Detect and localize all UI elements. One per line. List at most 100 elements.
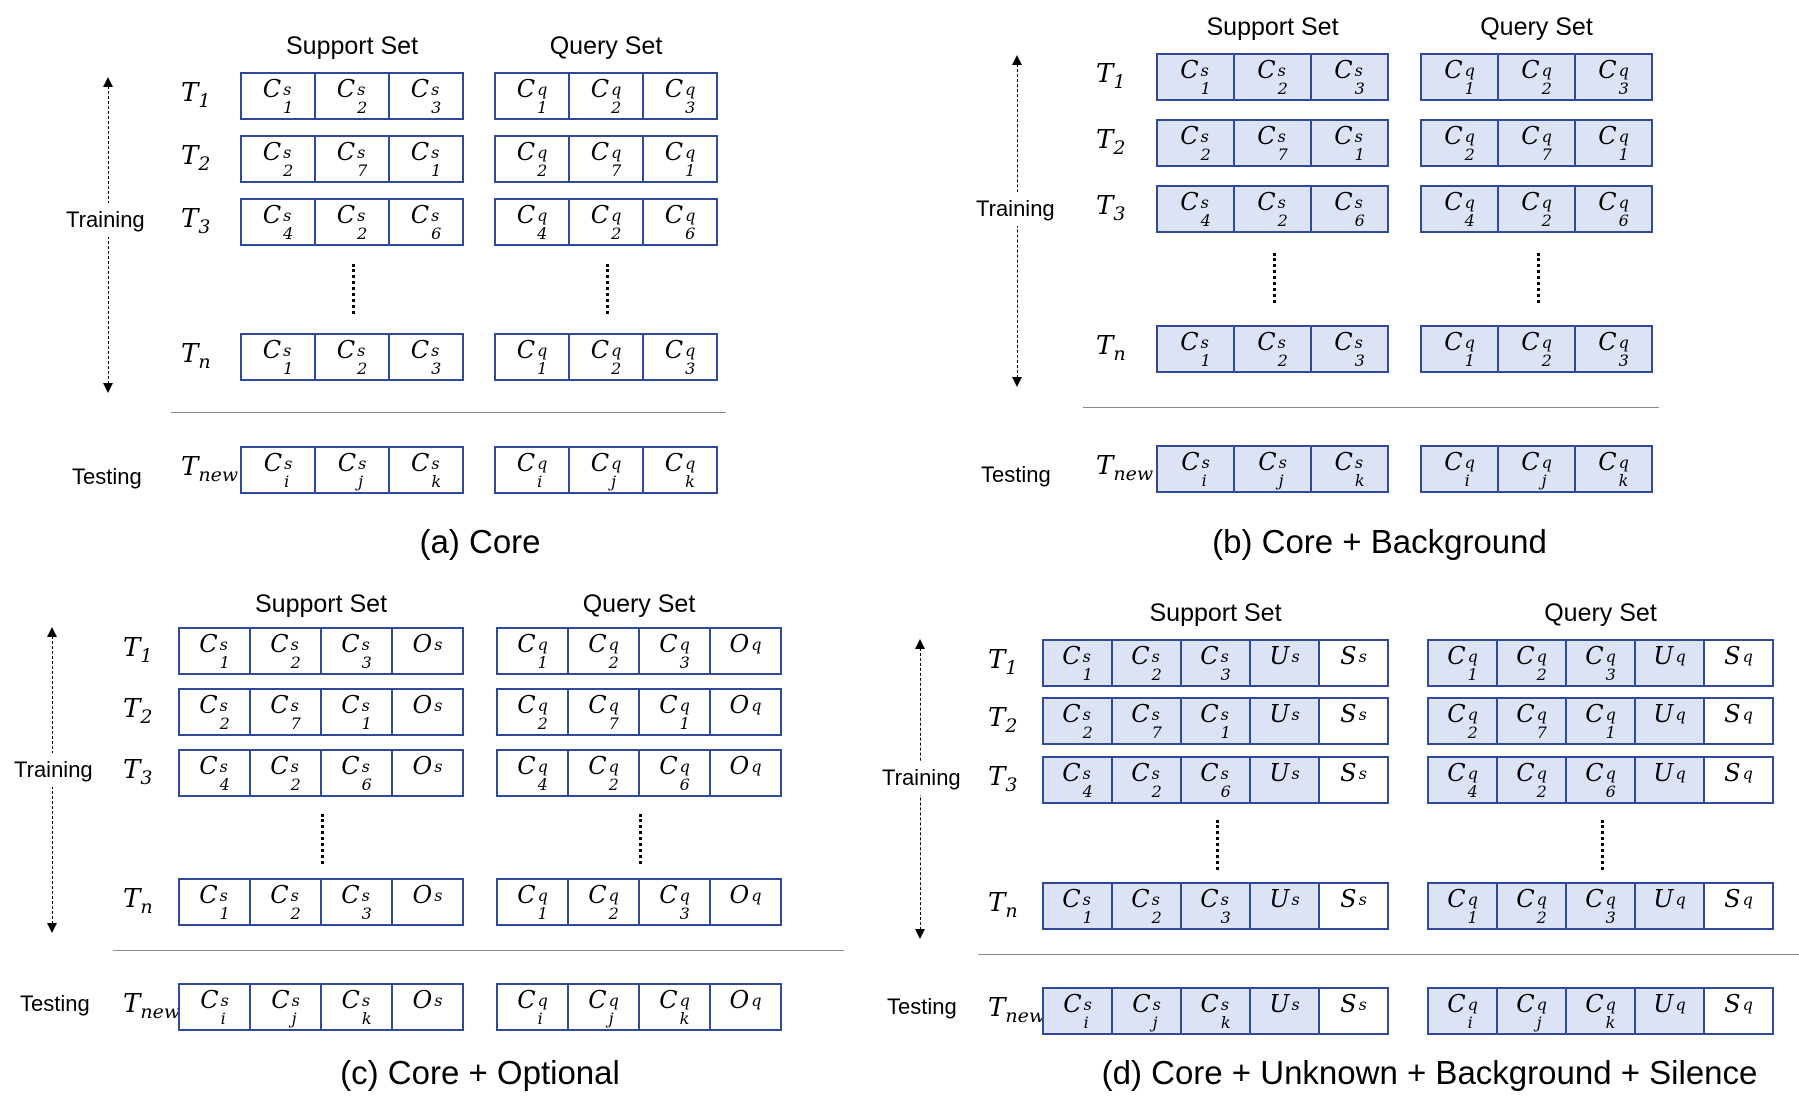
symbol-base: C (588, 751, 607, 780)
symbol-scripts: s (1292, 891, 1300, 926)
symbol-base: C (341, 880, 360, 909)
symbol-base: C (1516, 884, 1535, 913)
symbol-base: C (1200, 641, 1219, 670)
symbol-base: C (1585, 989, 1604, 1018)
symbol-superscript: q (608, 885, 619, 905)
symbol-superscript: s (219, 756, 228, 776)
symbol-subscript: 2 (611, 358, 622, 378)
symbol-superscript: s (361, 756, 370, 776)
symbol-base: O (412, 880, 433, 909)
symbol-base: C (590, 74, 610, 103)
symbol-superscript: s (1151, 763, 1160, 783)
symbol-subscript: i (1467, 1012, 1473, 1032)
symbol-subscript: k (1618, 470, 1629, 490)
symbol-superscript: s (291, 990, 300, 1010)
symbol-subscript: j (291, 1008, 297, 1028)
symbol-subscript: k (1354, 470, 1365, 490)
query-ellipsis (1536, 253, 1540, 303)
symbol-superscript: q (1742, 763, 1753, 783)
symbol-superscript: s (1082, 646, 1091, 666)
task-label-subscript: new (1113, 463, 1154, 486)
symbol-base: C (1447, 884, 1466, 913)
task-label-base: T (1096, 125, 1114, 155)
symbol-base: C (517, 629, 536, 658)
task-label-base: T (181, 141, 199, 171)
symbol-subscript: 3 (361, 903, 372, 923)
symbol-subscript: 6 (1220, 781, 1231, 801)
symbol-superscript: q (1618, 60, 1629, 80)
symbol-base: C (1598, 327, 1617, 356)
symbol-superscript: q (537, 205, 548, 225)
symbol-superscript: s (290, 695, 299, 715)
symbol-subscript: 2 (608, 903, 619, 923)
symbol-superscript: q (751, 634, 762, 654)
task-label: Tnew (123, 989, 180, 1023)
symbol-superscript: q (1618, 192, 1629, 212)
symbol-base: C (1258, 447, 1277, 476)
symbol-base: C (199, 751, 218, 780)
symbol-base: C (1585, 699, 1604, 728)
symbol-superscript: q (685, 340, 696, 360)
symbol-scripts: s (1292, 765, 1300, 800)
symbol-scripts: s (1292, 648, 1300, 683)
symbol-subscript: 7 (1536, 722, 1547, 742)
symbol-subscript: 2 (1151, 907, 1162, 927)
symbol-subscript (751, 1011, 761, 1027)
symbol-superscript: s (1200, 332, 1209, 352)
symbol-base: C (336, 74, 356, 103)
symbol-base: O (412, 690, 433, 719)
task-label: T1 (988, 645, 1017, 679)
symbol-base: U (1269, 884, 1290, 913)
symbol-superscript: s (434, 634, 443, 654)
symbol-base: C (341, 985, 360, 1014)
train-test-divider (1083, 407, 1659, 408)
symbol-subscript (1359, 725, 1367, 741)
symbol-superscript: q (1467, 646, 1478, 666)
